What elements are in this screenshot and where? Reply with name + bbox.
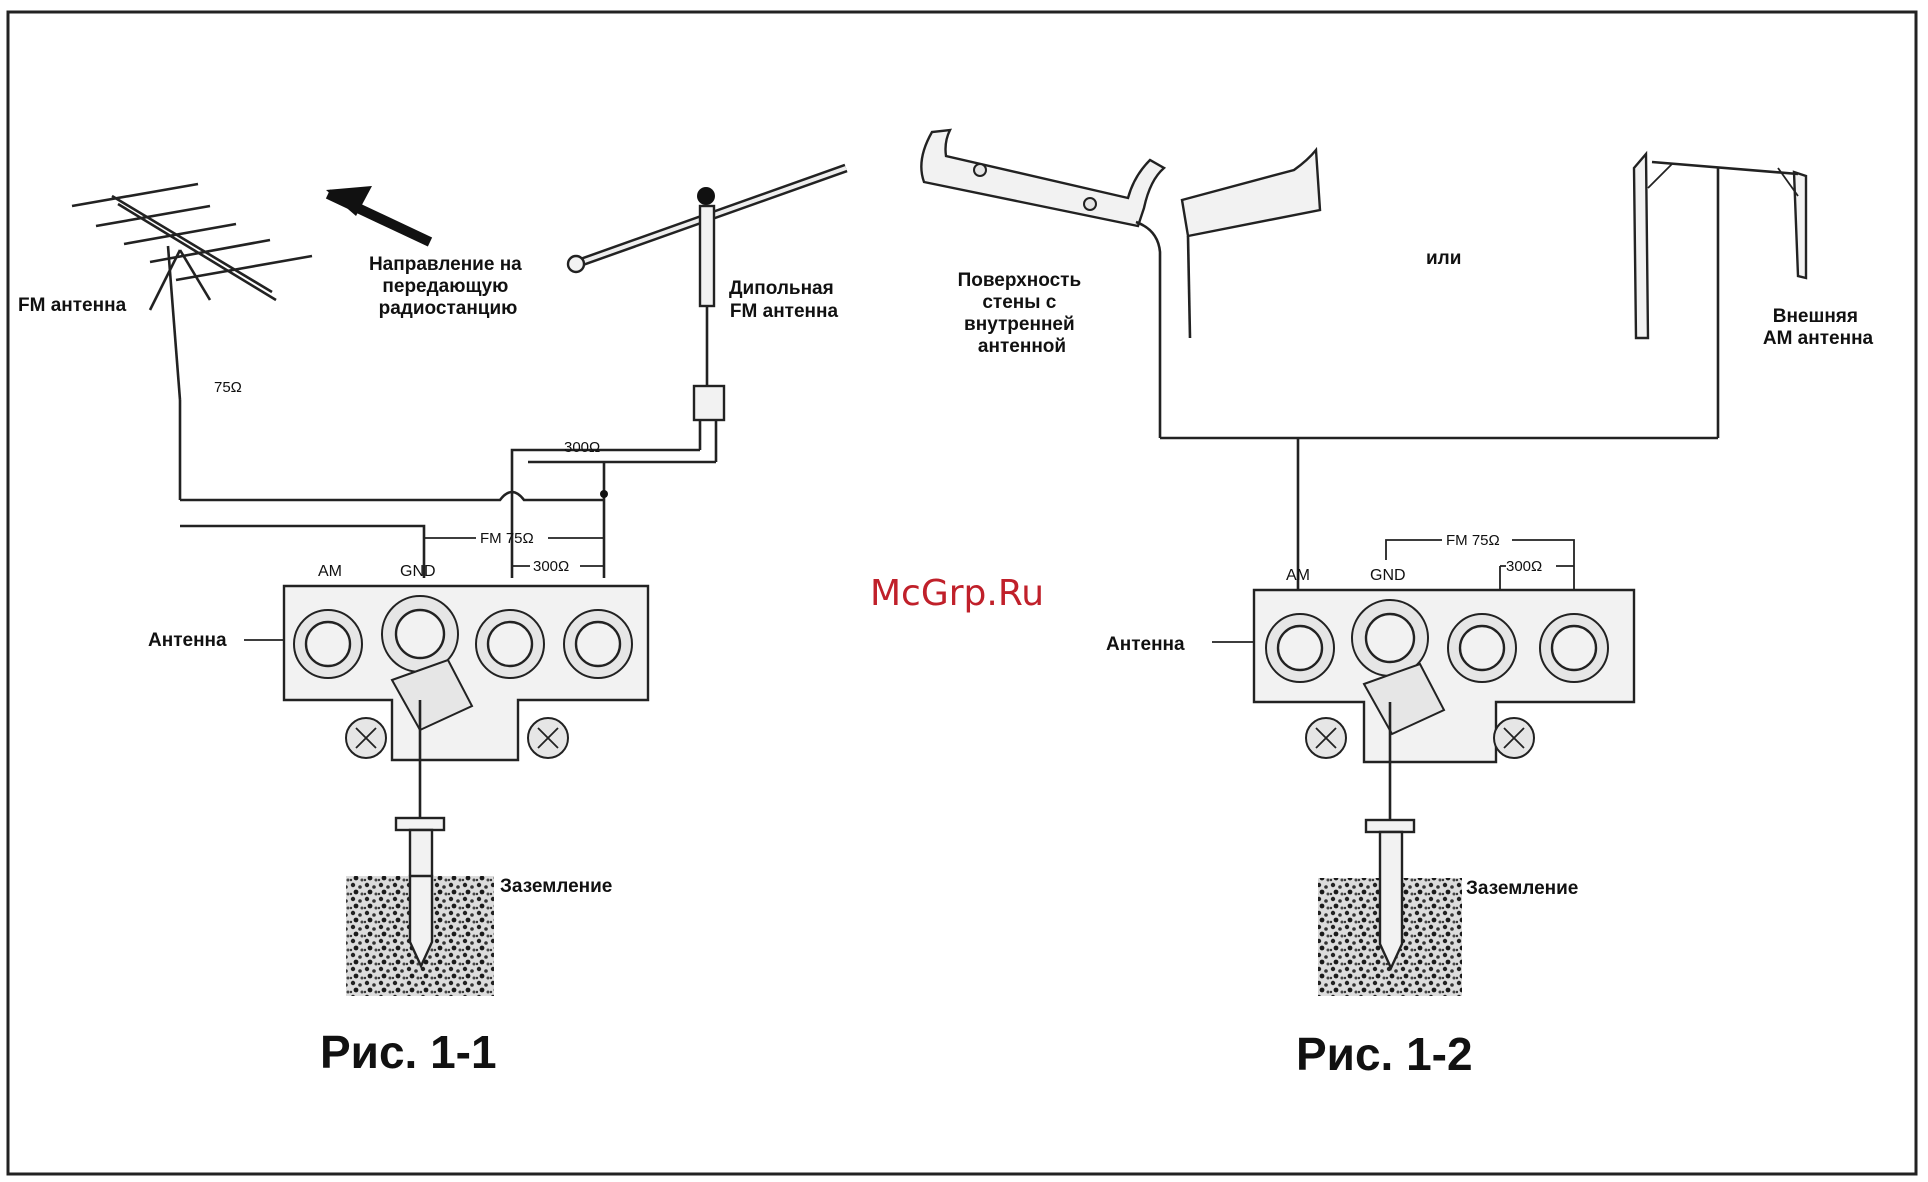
fm300-terminal-label: 300Ω (533, 558, 569, 575)
fm300-terminal-label-2: 300Ω (1506, 558, 1542, 575)
antenna-block-label: Антенна (148, 630, 227, 651)
impedance-300-label: 300Ω (564, 439, 600, 456)
fm75-terminal-label-2: FM 75Ω (1446, 532, 1500, 549)
fm-antenna-label: FM антенна (18, 295, 127, 316)
impedance-75-label: 75Ω (214, 379, 242, 396)
direction-label: Направление на передающую радиостанцию (369, 254, 527, 319)
outdoor-am-antenna (1634, 154, 1806, 438)
ground-label: Заземление (500, 876, 612, 897)
antenna-block-label-2: Антенна (1106, 634, 1185, 655)
figure-2-caption: Рис. 1-2 (1296, 1028, 1473, 1080)
antenna-terminal-block (284, 586, 648, 760)
am-terminal-label: AM (318, 563, 342, 580)
direction-arrow (326, 186, 430, 242)
gnd-terminal-label-2: GND (1370, 567, 1406, 584)
yagi-fm-antenna (72, 184, 312, 500)
figure-1-1: FM антенна 75Ω Направление на передающую… (18, 168, 846, 1078)
gnd-terminal-label: GND (400, 563, 436, 580)
fm75-terminal-label: FM 75Ω (480, 530, 534, 547)
indoor-antenna-label: Поверхность стены с внутренней антенной (958, 270, 1087, 357)
watermark: McGrp.Ru (870, 573, 1044, 614)
am-terminal-label-2: AM (1286, 567, 1310, 584)
or-label: или (1426, 248, 1461, 269)
outdoor-antenna-label: Внешняя AM антенна (1763, 306, 1874, 349)
figure-1-caption: Рис. 1-1 (320, 1026, 497, 1078)
ground-label-2: Заземление (1466, 878, 1578, 899)
antenna-terminal-block-2 (1254, 590, 1634, 762)
figure-1-2: Поверхность стены с внутренней антенной … (921, 130, 1873, 1080)
dipole-label: Дипольная FM антенна (729, 278, 839, 322)
